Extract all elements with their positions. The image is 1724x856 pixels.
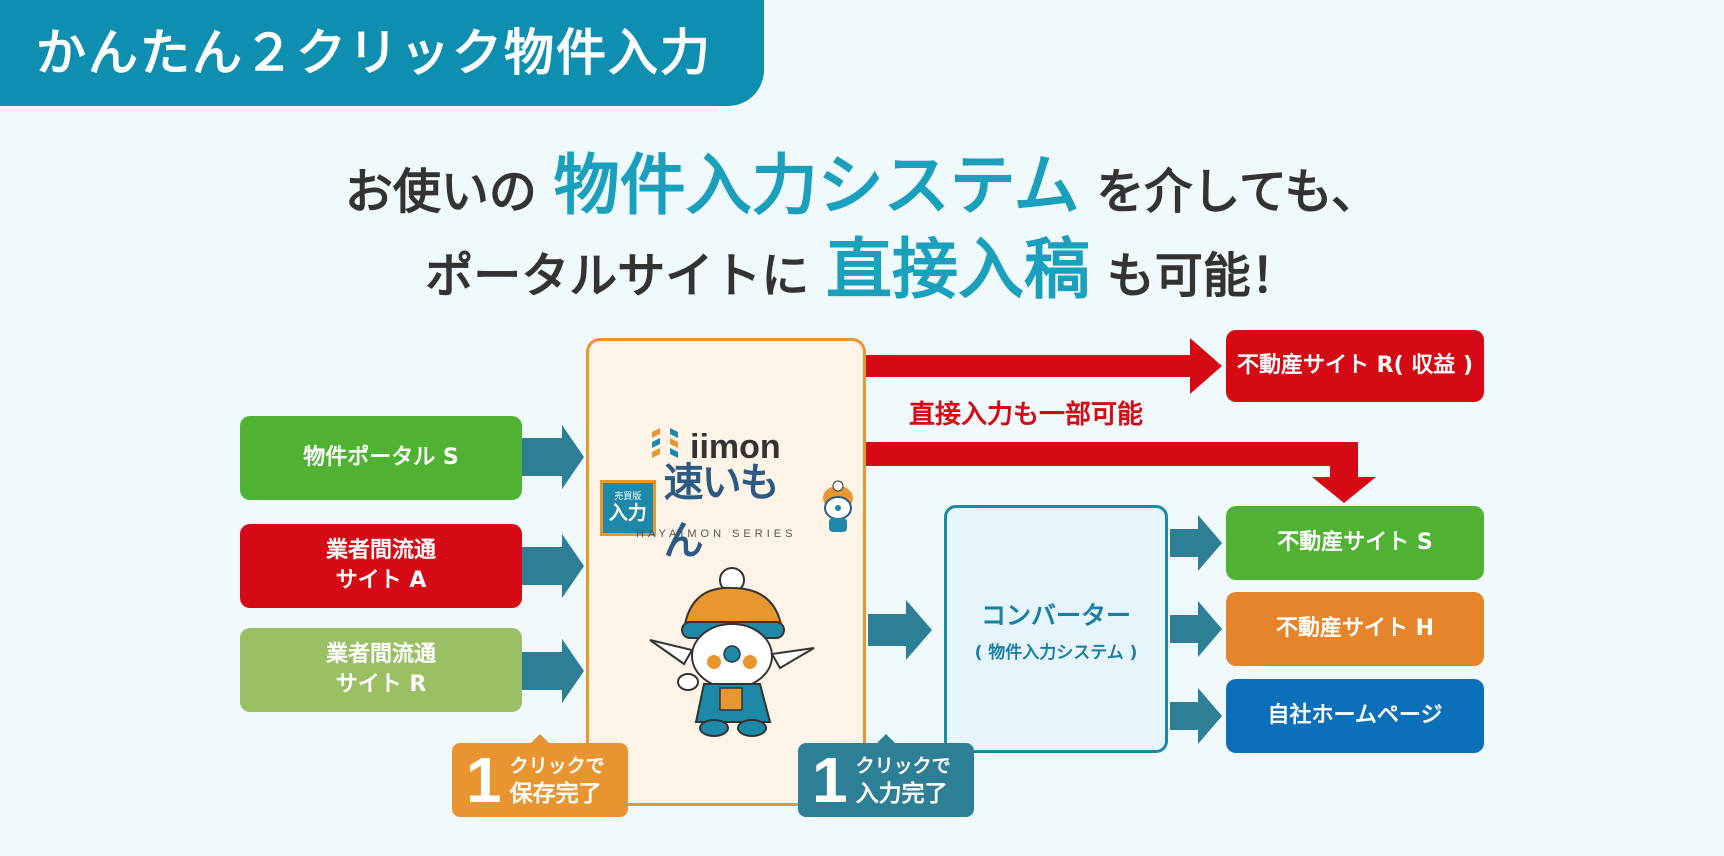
source-box-site-a: 業者間流通 サイト A — [240, 524, 522, 608]
header-tag: かんたん２クリック物件入力 — [0, 0, 764, 106]
source-label-line2: サイト A — [335, 568, 427, 593]
badge-small-text: 売買版 — [614, 492, 642, 502]
dest-label: 不動産サイト S — [1277, 530, 1433, 555]
iimon-wordmark: iimon — [690, 427, 781, 466]
dest-label: 自社ホームページ — [1267, 703, 1443, 728]
dest-box-site-s: 不動産サイト S — [1226, 506, 1484, 580]
arrow-direct-s — [866, 442, 1376, 503]
iimon-mark-icon — [652, 428, 678, 458]
badge-text: クリックで 入力完了 — [856, 752, 951, 808]
arrow-direct-r — [866, 338, 1222, 394]
arrow-source-s — [522, 425, 584, 489]
arrow-to-dest-h — [1170, 601, 1222, 657]
hayaimon-wordmark: 速いもん — [663, 460, 780, 564]
source-label-line1: 業者間流通 — [325, 538, 436, 563]
arrow-to-dest-home — [1170, 688, 1222, 744]
source-label-line2: サイト R — [335, 672, 427, 697]
headline-line-2: ポータルサイトに 直接入稿 も可能！ — [0, 234, 1724, 312]
badge-bottom-text: 保存完了 — [509, 781, 602, 807]
converter-box: コンバーター ( 物件入力システム ) — [944, 505, 1168, 753]
source-box-site-r: 業者間流通 サイト R — [240, 628, 522, 712]
converter-title: コンバーター — [980, 600, 1131, 630]
badge-pointer-2 — [876, 734, 896, 744]
mascot-small-icon — [823, 480, 854, 532]
badge-top-text: クリックで — [855, 755, 951, 777]
badge-save-complete: 1 クリックで 保存完了 — [452, 743, 628, 817]
hayaimon-mascot-icon — [649, 567, 815, 737]
direct-input-label: 直接入力も一部可能 — [908, 400, 1143, 430]
arrow-to-converter — [868, 600, 932, 660]
dest-label: 不動産サイト H — [1275, 616, 1435, 641]
headline-2-post: も可能！ — [1106, 248, 1299, 304]
badge-input-complete: 1 クリックで 入力完了 — [798, 743, 974, 817]
badge-top-text: クリックで — [509, 755, 605, 777]
converter-subtitle: ( 物件入力システム ) — [974, 642, 1138, 663]
dest-box-homepage: 自社ホームページ — [1226, 679, 1484, 753]
hayaimon-logo: 売買版 入力 速いもん — [600, 460, 860, 564]
headline-2-pre: ポータルサイトに — [425, 248, 810, 304]
headline-line-1: お使いの 物件入力システム を介しても、 — [0, 150, 1724, 228]
headline-2-highlight: 直接入稿 — [826, 231, 1090, 308]
badge-number: 1 — [812, 744, 848, 816]
series-label: HAYAIMON SERIES — [636, 528, 797, 540]
dest-box-site-r: 不動産サイト R( 収益 ) — [1226, 330, 1484, 402]
source-box-portal-s: 物件ポータル S — [240, 416, 522, 500]
input-badge-icon: 売買版 入力 — [600, 480, 656, 536]
dest-box-site-h: 不動産サイト H — [1226, 592, 1484, 666]
badge-bottom-text: 入力完了 — [855, 781, 948, 807]
badge-number: 1 — [466, 744, 502, 816]
source-label: 物件ポータル S — [303, 445, 459, 470]
arrow-source-r — [522, 639, 584, 703]
arrow-to-dest-s — [1170, 515, 1222, 571]
source-label-line1: 業者間流通 — [325, 642, 436, 667]
badge-big-text: 入力 — [608, 502, 647, 524]
headline-1-pre: お使いの — [344, 164, 537, 220]
badge-pointer-1 — [530, 734, 550, 744]
dest-label: 不動産サイト R( 収益 ) — [1236, 353, 1474, 378]
arrow-source-a — [522, 534, 584, 598]
iimon-logo: iimon — [646, 422, 816, 472]
badge-text: クリックで 保存完了 — [510, 752, 605, 808]
headline-1-highlight: 物件入力システム — [553, 147, 1080, 224]
headline-1-post: を介しても、 — [1096, 164, 1380, 220]
